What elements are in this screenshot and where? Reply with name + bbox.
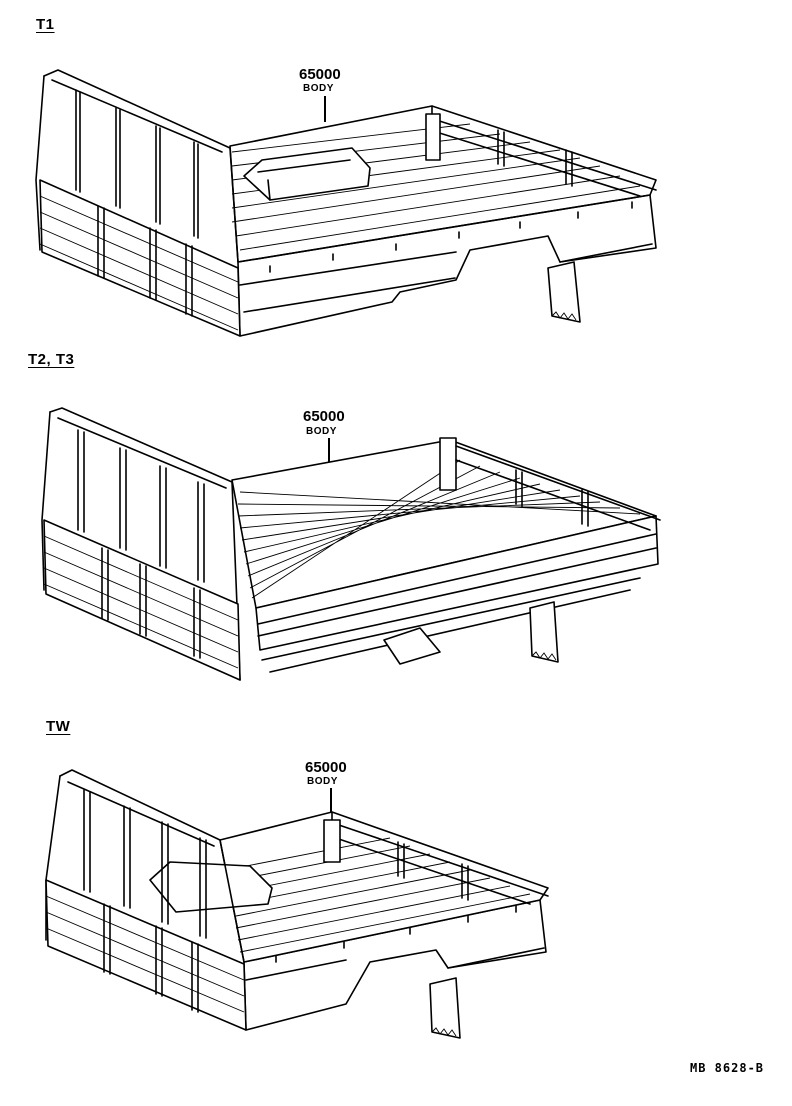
variant-label-t2-t3: T2, T3: [28, 351, 75, 368]
leader-line-t2-t3: [328, 438, 330, 464]
part-name-t1: BODY: [303, 83, 334, 94]
part-number-t1: 65000: [299, 66, 341, 83]
catalog-reference-code: MB 8628-B: [690, 1061, 765, 1075]
t1-body-illustration: [35, 69, 657, 337]
variant-label-t1: T1: [36, 16, 55, 33]
part-number-t2-t3: 65000: [303, 408, 345, 425]
variant-label-tw: TW: [46, 718, 71, 735]
part-name-t2-t3: BODY: [306, 426, 337, 437]
part-number-tw: 65000: [305, 759, 347, 776]
leader-line-tw: [330, 788, 332, 812]
part-name-tw: BODY: [307, 776, 338, 787]
t2-t3-body-illustration: [41, 407, 661, 681]
leader-line-t1: [324, 96, 326, 122]
tw-body-illustration: [45, 769, 549, 1039]
